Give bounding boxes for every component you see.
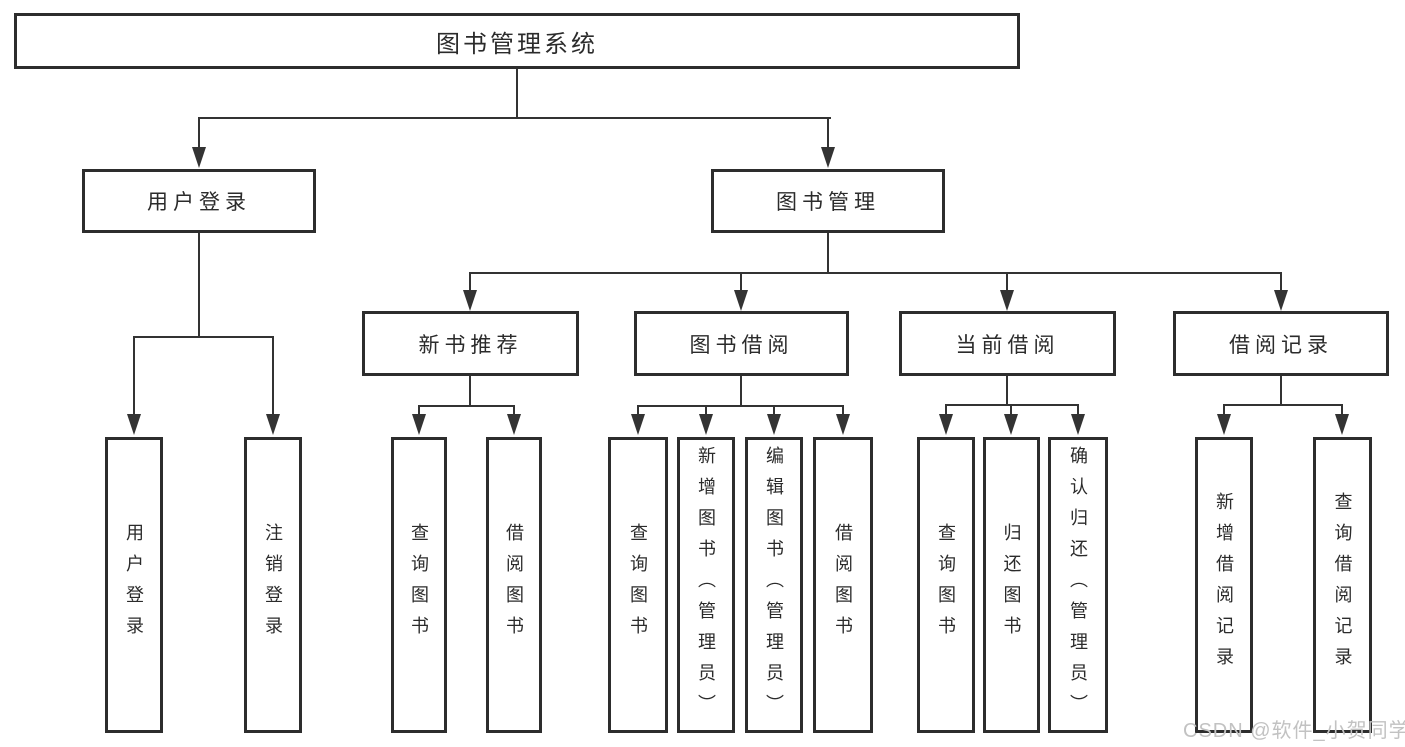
node-system-root: 图书管理系统: [14, 13, 1020, 69]
connector-borrow-stem: [740, 376, 742, 407]
node-borrow-record: 借阅记录: [1173, 311, 1389, 376]
leaf-rec-query-book: 查询图书: [391, 437, 447, 733]
arrowhead-current-query-book: [939, 414, 953, 435]
leaf-add-borrow-record-label: 新增借阅记录: [1214, 492, 1234, 678]
leaf-user-login: 用户登录: [105, 437, 163, 733]
connector-mgmt-drop-2: [740, 272, 742, 292]
arrowhead-return-book: [1004, 414, 1018, 435]
leaf-add-borrow-record: 新增借阅记录: [1195, 437, 1253, 733]
arrowhead-add-book-admin: [699, 414, 713, 435]
connector-borrow-drop-3: [773, 405, 775, 416]
arrowhead-new-book-recommend: [463, 290, 477, 311]
connector-mgmt-drop-4: [1280, 272, 1282, 292]
leaf-borrow-borrow-book-label: 借阅图书: [833, 523, 853, 647]
connector-rec-stem: [469, 376, 471, 407]
connector-current-drop-3: [1077, 404, 1079, 416]
leaf-current-query-book: 查询图书: [917, 437, 975, 733]
leaf-edit-book-admin: 编辑图书（管理员）: [745, 437, 803, 733]
arrowhead-rec-query-book: [412, 414, 426, 435]
connector-mgmt-split: [469, 272, 1282, 274]
leaf-rec-borrow-book-label: 借阅图书: [504, 523, 524, 647]
leaf-return-book-label: 归还图书: [1001, 523, 1022, 647]
leaf-confirm-return-admin: 确认归还（管理员）: [1048, 437, 1108, 733]
leaf-rec-borrow-book: 借阅图书: [486, 437, 542, 733]
arrowhead-leaf-user-login: [127, 414, 141, 435]
connector-root-left-drop: [198, 117, 200, 149]
connector-record-drop-2: [1341, 404, 1343, 416]
watermark: CSDN @软件_小贺同学: [1183, 720, 1405, 742]
leaf-borrow-query-book-label: 查询图书: [628, 523, 648, 647]
arrowhead-borrow-record: [1274, 290, 1288, 311]
arrowhead-borrow-query-book: [631, 414, 645, 435]
connector-borrow-drop-4: [842, 405, 844, 416]
node-user-login: 用户登录: [82, 169, 316, 233]
connector-mgmt-drop-1: [469, 272, 471, 292]
node-current-borrow: 当前借阅: [899, 311, 1116, 376]
arrowhead-book-management: [821, 147, 835, 168]
connector-rec-split: [418, 405, 515, 407]
node-book-borrow: 图书借阅: [634, 311, 849, 376]
connector-root-right-drop: [827, 117, 829, 149]
arrowhead-query-borrow-record: [1335, 414, 1349, 435]
connector-login-split: [133, 336, 274, 338]
connector-current-stem: [1006, 376, 1008, 406]
connector-login-stem: [198, 233, 200, 338]
node-new-book-recommend: 新书推荐: [362, 311, 579, 376]
leaf-add-book-admin-label: 新增图书（管理员）: [696, 445, 716, 725]
connector-mgmt-stem: [827, 233, 829, 274]
node-book-management: 图书管理: [711, 169, 945, 233]
connector-root-stem: [516, 69, 518, 118]
leaf-logout: 注销登录: [244, 437, 302, 733]
leaf-current-query-book-label: 查询图书: [936, 523, 956, 647]
connector-current-drop-2: [1010, 404, 1012, 416]
leaf-rec-query-book-label: 查询图书: [409, 523, 429, 647]
connector-mgmt-drop-3: [1006, 272, 1008, 292]
arrowhead-edit-book-admin: [767, 414, 781, 435]
arrowhead-user-login: [192, 147, 206, 168]
arrowhead-book-borrow: [734, 290, 748, 311]
connector-borrow-split: [637, 405, 843, 407]
connector-record-stem: [1280, 376, 1282, 406]
connector-current-split: [945, 404, 1079, 406]
leaf-user-login-label: 用户登录: [124, 523, 144, 647]
leaf-query-borrow-record-label: 查询借阅记录: [1332, 492, 1353, 678]
arrowhead-current-borrow: [1000, 290, 1014, 311]
leaf-logout-label: 注销登录: [263, 523, 283, 647]
arrowhead-add-borrow-record: [1217, 414, 1231, 435]
arrowhead-confirm-return-admin: [1071, 414, 1085, 435]
leaf-return-book: 归还图书: [983, 437, 1040, 733]
leaf-add-book-admin: 新增图书（管理员）: [677, 437, 735, 733]
leaf-borrow-borrow-book: 借阅图书: [813, 437, 873, 733]
connector-root-split: [198, 117, 831, 119]
connector-current-drop-1: [945, 404, 947, 416]
connector-login-left-drop: [133, 336, 135, 416]
connector-borrow-drop-1: [637, 405, 639, 416]
connector-borrow-drop-2: [705, 405, 707, 416]
leaf-borrow-query-book: 查询图书: [608, 437, 668, 733]
arrowhead-leaf-logout: [266, 414, 280, 435]
connector-rec-drop-2: [513, 405, 515, 416]
connector-rec-drop-1: [418, 405, 420, 416]
connector-record-drop-1: [1223, 404, 1225, 416]
leaf-query-borrow-record: 查询借阅记录: [1313, 437, 1372, 733]
arrowhead-borrow-borrow-book: [836, 414, 850, 435]
arrowhead-rec-borrow-book: [507, 414, 521, 435]
leaf-edit-book-admin-label: 编辑图书（管理员）: [764, 445, 784, 725]
connector-login-right-drop: [272, 336, 274, 416]
connector-record-split: [1223, 404, 1343, 406]
leaf-confirm-return-admin-label: 确认归还（管理员）: [1068, 445, 1088, 725]
